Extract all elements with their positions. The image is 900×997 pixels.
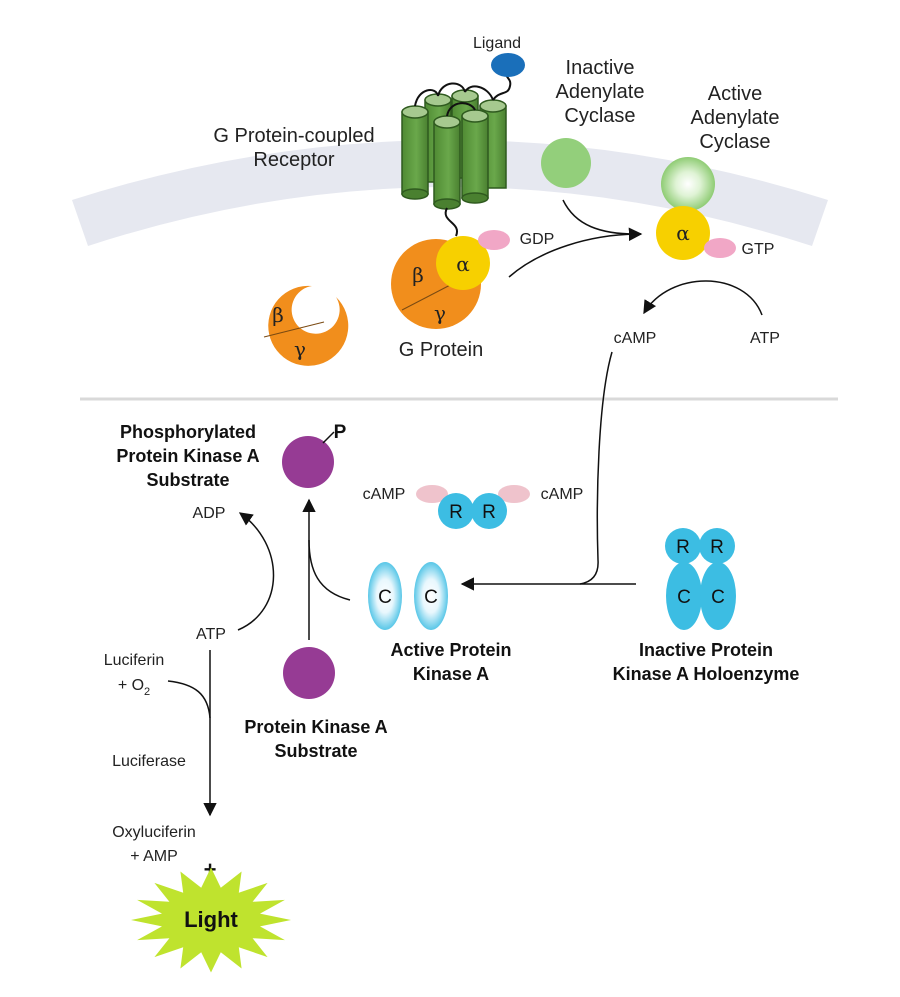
receptor-loops (414, 82, 494, 117)
active-pka-label-line2: Kinase A (413, 664, 489, 684)
receptor-helix (461, 109, 489, 204)
arrow-atp-to-camp (643, 280, 763, 316)
gpcr-receptor (401, 69, 512, 237)
r-label: R (482, 502, 496, 523)
gdp-label: GDP (520, 231, 555, 248)
inactive-ac-label-line2: Adenylate (556, 81, 645, 103)
receptor-c-terminus (444, 207, 459, 237)
arrow-camp-to-pka (579, 351, 613, 585)
r-subunit (471, 493, 507, 529)
inactive-ac-label-line1: Inactive (566, 57, 635, 79)
receptor-helix (401, 105, 429, 200)
oxyluciferin-label-line1: Oxyluciferin (112, 824, 196, 841)
active-ac-label-line2: Adenylate (691, 107, 780, 129)
ligand-label: Ligand (473, 35, 521, 52)
beta-symbol: β (412, 263, 424, 287)
inactive-pka-holoenzyme: R R C C (665, 528, 736, 630)
gdp-molecule (478, 230, 510, 250)
alpha-subunit (436, 236, 490, 290)
active-adenylate-cyclase (661, 157, 715, 211)
arrow-alpha-to-ac (508, 233, 642, 278)
c-subunit (700, 562, 736, 630)
phosphate-label: P (334, 422, 347, 443)
active-pka-label-line1: Active Protein (390, 640, 511, 660)
regulatory-dimer-camp: R R (416, 485, 530, 529)
phosphorylated-substrate (282, 436, 334, 488)
pka-substrate (283, 647, 335, 699)
luciferase-label: Luciferase (112, 753, 186, 770)
r-label: R (710, 537, 724, 558)
arrow-luciferin-merge (167, 680, 211, 719)
c-label: C (677, 587, 691, 608)
cell-membrane (72, 140, 828, 246)
beta-gamma-divider (401, 281, 457, 311)
atp-label-top: ATP (750, 330, 780, 347)
alpha-symbol-active: α (676, 221, 690, 245)
c-subunit-active (368, 562, 402, 630)
atp-label-left: ATP (196, 626, 226, 643)
arrow-ac-activation (562, 199, 643, 242)
inactive-ac-label-line3: Cyclase (564, 105, 635, 127)
free-beta-gamma-subunit (268, 285, 349, 366)
c-label: C (378, 587, 392, 608)
r-subunit (665, 528, 701, 564)
c-label: C (424, 587, 438, 608)
r-label: R (449, 502, 463, 523)
camp-molecule (416, 485, 448, 503)
adp-label: ADP (193, 505, 226, 522)
free-beta-gamma-divider (263, 321, 325, 338)
oxyluciferin-label-line2: + AMP (130, 848, 178, 865)
c-subunit (666, 562, 702, 630)
phospho-label-line2: Protein Kinase A (116, 446, 259, 466)
phospho-label-line3: Substrate (146, 470, 229, 490)
ligand-oval-icon (491, 53, 525, 77)
receptor-helix (433, 115, 461, 210)
free-gamma-symbol: γ (294, 337, 306, 361)
camp-label-top: cAMP (614, 330, 657, 347)
inactive-adenylate-cyclase (541, 138, 591, 188)
phosphate-bond (322, 431, 335, 444)
alpha-symbol: α (456, 252, 470, 276)
gamma-symbol: γ (434, 301, 446, 325)
g-protein-label: G Protein (399, 339, 483, 361)
inactive-pka-label-line2: Kinase A Holoenzyme (613, 664, 800, 684)
r-subunit (438, 493, 474, 529)
c-label: C (711, 587, 725, 608)
active-ac-label-line3: Cyclase (699, 131, 770, 153)
c-subunit-active (414, 562, 448, 630)
camp-label-right: cAMP (541, 486, 584, 503)
active-ac-label-line1: Active (708, 83, 762, 105)
pka-substrate-label-line1: Protein Kinase A (244, 717, 387, 737)
gtp-molecule (704, 238, 736, 258)
active-pka: C C (368, 562, 448, 630)
gpcr-label-line1: G Protein-coupled (213, 125, 374, 147)
arrow-atp-to-adp (237, 512, 275, 631)
starburst-icon (131, 867, 291, 973)
arrow-pka-catalysis (308, 539, 351, 601)
phospho-label-line1: Phosphorylated (120, 422, 256, 442)
alpha-subunit-active (656, 206, 710, 260)
camp-label-left: cAMP (363, 486, 406, 503)
camp-molecule (498, 485, 530, 503)
free-beta-symbol: β (272, 303, 284, 327)
pka-substrate-label-line2: Substrate (274, 741, 357, 761)
inactive-pka-label-line1: Inactive Protein (639, 640, 773, 660)
gtp-label: GTP (742, 241, 775, 258)
r-label: R (676, 537, 690, 558)
gpcr-label-line2: Receptor (253, 149, 334, 171)
r-subunit (699, 528, 735, 564)
luciferin-label-line1: Luciferin (104, 652, 164, 669)
luciferin-label-line2: + O2 (118, 677, 150, 698)
light-label: Light (184, 907, 238, 932)
